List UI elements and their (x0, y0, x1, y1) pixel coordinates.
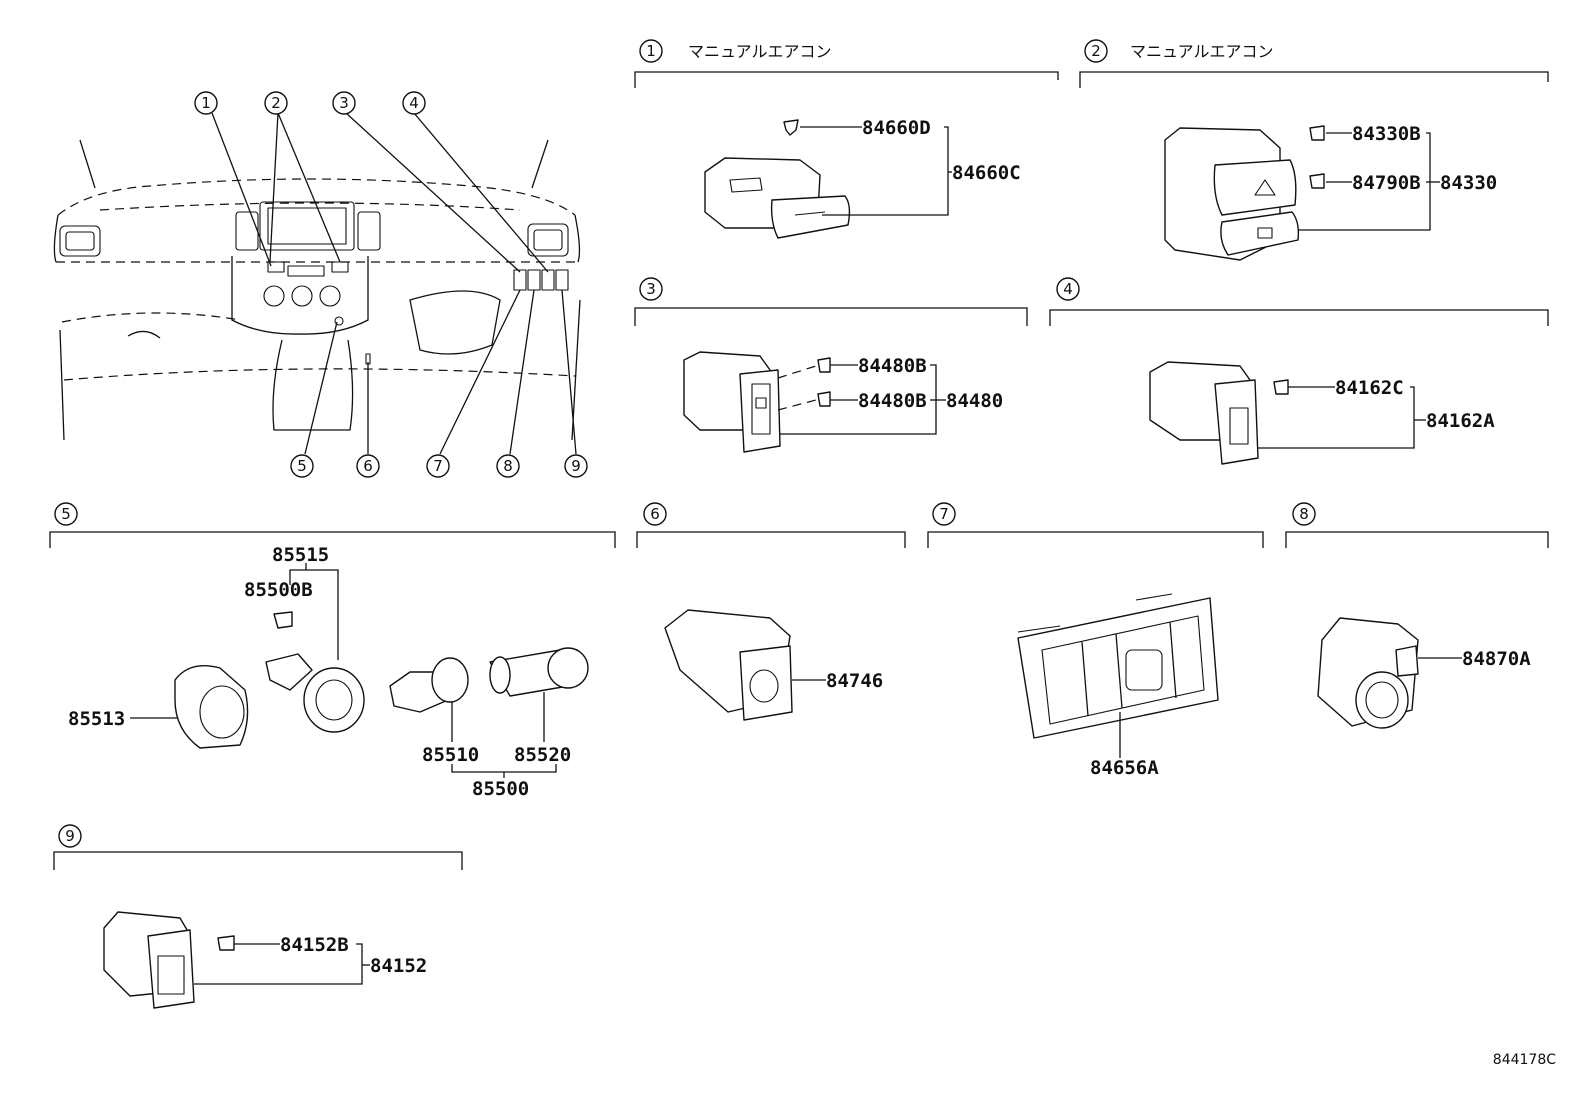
overview-callout-4: 4 (402, 91, 426, 115)
overview-callout-2: 2 (264, 91, 288, 115)
part-84330: 84330 (1440, 172, 1497, 194)
svg-text:6: 6 (363, 457, 373, 475)
overview-callout-1: 1 (194, 91, 218, 115)
part-84660D: 84660D (862, 117, 931, 139)
part-84480: 84480 (946, 390, 1003, 412)
section-1: 1 マニュアルエアコン 84660D 84660C (634, 39, 1059, 239)
section-1-title: マニュアルエアコン (688, 42, 832, 61)
svg-text:8: 8 (503, 457, 513, 475)
svg-text:1: 1 (201, 94, 211, 112)
overview-callout-9: 9 (564, 454, 588, 478)
part-85520: 85520 (514, 744, 571, 766)
section-7: 7 84656A (927, 502, 1264, 779)
part-84162A: 84162A (1426, 410, 1495, 432)
part-84790B: 84790B (1352, 172, 1421, 194)
section-2: 2 マニュアルエアコン 84330B 84790B 84330 (1079, 39, 1549, 261)
section-1-number: 1 (646, 42, 656, 60)
svg-text:5: 5 (297, 457, 307, 475)
section-8: 8 84870A (1285, 502, 1549, 729)
part-84660C: 84660C (952, 162, 1021, 184)
section-9: 9 84152B 84152 (53, 824, 463, 1009)
section-2-title: マニュアルエアコン (1130, 42, 1274, 61)
overview-callout-7: 7 (426, 454, 450, 478)
section-5: 5 85515 85500B 85513 85510 85520 85500 (49, 502, 616, 800)
overview-callout-3: 3 (332, 91, 356, 115)
part-84870A: 84870A (1462, 648, 1531, 670)
part-84162C: 84162C (1335, 377, 1404, 399)
section-8-number: 8 (1299, 505, 1309, 523)
overview-callout-8: 8 (496, 454, 520, 478)
dashboard-overview (53, 139, 581, 441)
part-84656A: 84656A (1090, 757, 1159, 779)
part-85500: 85500 (472, 778, 529, 800)
section-2-number: 2 (1091, 42, 1101, 60)
part-85500B: 85500B (244, 579, 313, 601)
part-85515: 85515 (272, 544, 329, 566)
overview-callout-6: 6 (356, 454, 380, 478)
part-84480B-upper: 84480B (858, 355, 927, 377)
part-85510: 85510 (422, 744, 479, 766)
svg-text:9: 9 (571, 457, 581, 475)
section-6-number: 6 (650, 505, 660, 523)
section-4-number: 4 (1063, 280, 1073, 298)
part-84480B-lower: 84480B (858, 390, 927, 412)
section-9-number: 9 (65, 827, 75, 845)
section-3: 3 84480B 84480B 84480 (634, 277, 1028, 453)
overview-leaders (211, 112, 577, 455)
overview-callout-5: 5 (290, 454, 314, 478)
section-5-number: 5 (61, 505, 71, 523)
part-84152: 84152 (370, 955, 427, 977)
part-85513: 85513 (68, 708, 125, 730)
svg-text:4: 4 (409, 94, 419, 112)
diagram-reference-code: 844178C (1493, 1052, 1556, 1068)
part-84152B: 84152B (280, 934, 349, 956)
svg-text:3: 3 (339, 94, 349, 112)
svg-text:7: 7 (433, 457, 443, 475)
section-3-number: 3 (646, 280, 656, 298)
svg-text:2: 2 (271, 94, 281, 112)
section-7-number: 7 (939, 505, 949, 523)
section-4: 4 84162C 84162A (1049, 277, 1549, 465)
part-84746: 84746 (826, 670, 883, 692)
section-6: 6 84746 (636, 502, 906, 721)
part-84330B: 84330B (1352, 123, 1421, 145)
